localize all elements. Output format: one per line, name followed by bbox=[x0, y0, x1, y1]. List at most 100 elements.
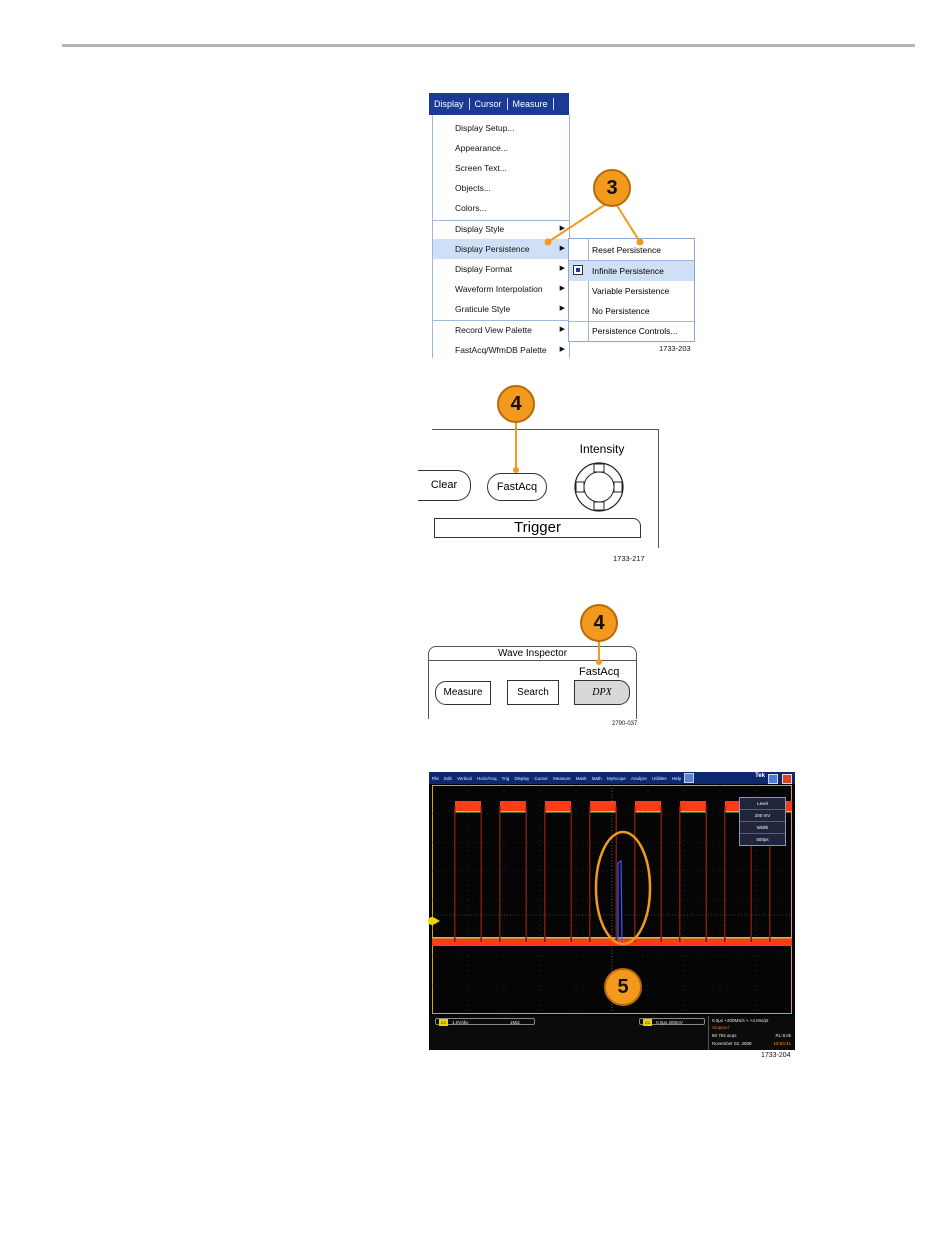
menu-item-display-format[interactable]: Display Format▶ bbox=[433, 259, 569, 279]
high-level-edge bbox=[680, 811, 706, 813]
display-menu: Display Setup... Appearance... Screen Te… bbox=[429, 115, 570, 358]
scope-menu-math[interactable]: Math bbox=[591, 775, 602, 781]
rising-edge bbox=[454, 806, 456, 942]
rising-edge bbox=[634, 806, 636, 942]
menu-item-graticule-style[interactable]: Graticule Style▶ bbox=[433, 299, 569, 319]
front-panel-figure: Clear FastAcq Intensity Trigger 1733-217 bbox=[418, 429, 659, 563]
menu-item-label: Appearance... bbox=[455, 143, 508, 153]
menu-item-objects[interactable]: Objects... bbox=[433, 178, 569, 198]
menubar-measure[interactable]: Measure bbox=[512, 99, 548, 109]
rising-edge bbox=[589, 806, 591, 942]
menu-item-label: Colors... bbox=[455, 203, 487, 213]
menu-item-display-setup[interactable]: Display Setup... bbox=[433, 118, 569, 138]
scope-menu-vertical[interactable]: Vertical bbox=[457, 775, 472, 781]
scope-menu-horiz-acq[interactable]: Horiz/Acq bbox=[476, 775, 497, 781]
scope-menu-edit[interactable]: Edit bbox=[444, 775, 452, 781]
dpx-fastacq-button[interactable]: DPX bbox=[574, 680, 630, 705]
scope-menubar: File Edit Vertical Horiz/Acq Trig Displa… bbox=[429, 772, 795, 784]
falling-edge bbox=[615, 806, 617, 942]
scope-menu-analyze[interactable]: Analyze bbox=[630, 775, 647, 781]
submenu-item-no-persistence[interactable]: No Persistence bbox=[569, 301, 694, 321]
high-level-edge bbox=[635, 811, 661, 813]
submenu-item-label: Infinite Persistence bbox=[592, 266, 664, 276]
scope-menu-cursor[interactable]: Cursor bbox=[534, 775, 548, 781]
trigger-label: Trigger bbox=[514, 519, 561, 536]
level-width-popup[interactable]: Level 200 mV Width 500ps bbox=[739, 797, 786, 846]
menu-item-colors[interactable]: Colors... bbox=[433, 198, 569, 218]
rising-edge bbox=[544, 806, 546, 942]
rising-edge bbox=[679, 806, 681, 942]
menu-item-label: FastAcq/WfmDB Palette bbox=[455, 345, 547, 355]
acquisition-readout-panel: 0.0μs +200MS/s ≈ +4.0ns/pt Stopped 80 78… bbox=[708, 1016, 795, 1050]
menu-item-waveform-interpolation[interactable]: Waveform Interpolation▶ bbox=[433, 279, 569, 299]
high-level-band bbox=[635, 801, 661, 811]
popup-width-value[interactable]: 500ps bbox=[756, 837, 769, 842]
menu-item-appearance[interactable]: Appearance... bbox=[433, 138, 569, 158]
scope-menu-utilities[interactable]: Utilities bbox=[652, 775, 667, 781]
leader-dot bbox=[636, 238, 644, 246]
menu-item-fastacq-wfmdb-palette[interactable]: FastAcq/WfmDB Palette ▶ bbox=[433, 340, 569, 360]
submenu-item-reset-persistence[interactable]: Reset Persistence bbox=[569, 240, 694, 260]
menu-separator bbox=[433, 320, 569, 321]
scope-menu-display[interactable]: Display bbox=[514, 775, 530, 781]
high-level-edge bbox=[725, 811, 751, 813]
search-button[interactable]: Search bbox=[507, 680, 559, 705]
submenu-item-infinite-persistence[interactable]: Infinite Persistence bbox=[569, 261, 694, 281]
callout-badge-4: 4 bbox=[497, 385, 535, 423]
menu-item-label: Screen Text... bbox=[455, 163, 507, 173]
submenu-arrow-icon: ▶ bbox=[559, 225, 565, 232]
scope-menu-trig[interactable]: Trig bbox=[501, 775, 510, 781]
scope-menu-help[interactable]: Help bbox=[671, 775, 682, 781]
high-level-edge bbox=[545, 811, 571, 813]
glitch-highlight-ellipse bbox=[594, 830, 652, 946]
menu-separator bbox=[433, 220, 569, 221]
close-icon[interactable] bbox=[782, 774, 792, 784]
submenu-item-variable-persistence[interactable]: Variable Persistence bbox=[569, 281, 694, 301]
submenu-arrow-icon: ▶ bbox=[559, 245, 565, 252]
menu-item-display-persistence[interactable]: Display Persistence▶ bbox=[433, 239, 569, 259]
menu-rail bbox=[429, 115, 433, 358]
popup-level-label: Level bbox=[740, 798, 785, 810]
menubar: Display Cursor Measure bbox=[429, 93, 569, 115]
submenu-item-label: Persistence Controls... bbox=[592, 326, 678, 336]
menu-item-record-view-palette[interactable]: Record View Palette▶ bbox=[433, 320, 569, 340]
menubar-display[interactable]: Display bbox=[434, 99, 464, 109]
wave-inspector-title: Wave Inspector bbox=[429, 647, 636, 661]
wave-inspector-figure: Wave Inspector FastAcq Measure Search DP… bbox=[428, 646, 637, 719]
scope-menu-measure[interactable]: Measure bbox=[553, 775, 571, 781]
high-level-band bbox=[500, 801, 526, 811]
menubar-cursor[interactable]: Cursor bbox=[474, 99, 502, 109]
high-level-band bbox=[455, 801, 481, 811]
falling-edge bbox=[570, 806, 572, 942]
high-level-band bbox=[590, 801, 616, 811]
measure-button[interactable]: Measure bbox=[435, 681, 491, 705]
leader-line bbox=[547, 203, 607, 243]
submenu-arrow-icon: ▶ bbox=[559, 346, 565, 353]
submenu-rail bbox=[588, 239, 589, 341]
submenu-item-label: No Persistence bbox=[592, 306, 650, 316]
minimize-icon[interactable] bbox=[768, 774, 778, 784]
scope-dropdown-icon[interactable] bbox=[683, 773, 694, 783]
rising-edge bbox=[769, 806, 771, 942]
scope-menu-myscope[interactable]: MyScope bbox=[606, 775, 626, 781]
menubar-separator bbox=[506, 98, 508, 110]
popup-level-value[interactable]: 200 mV bbox=[740, 810, 785, 822]
search-label: Search bbox=[517, 687, 549, 698]
callout-3-leaders bbox=[544, 203, 644, 246]
fastacq-button[interactable]: FastAcq bbox=[487, 473, 547, 501]
clear-button[interactable]: Clear bbox=[418, 470, 471, 501]
submenu-item-label: Variable Persistence bbox=[592, 286, 670, 296]
intensity-knob-icon[interactable] bbox=[572, 460, 626, 514]
menu-item-label: Waveform Interpolation bbox=[455, 284, 543, 294]
trigger-channel-tag: C1 bbox=[643, 1019, 653, 1026]
ch1-impedance: 1MΩ bbox=[510, 1020, 520, 1025]
menu-item-display-style[interactable]: Display Style▶ bbox=[433, 219, 569, 239]
submenu-item-persistence-controls[interactable]: Persistence Controls... bbox=[569, 321, 694, 341]
submenu-arrow-icon: ▶ bbox=[559, 305, 565, 312]
scope-menu-mask[interactable]: Mask bbox=[575, 775, 587, 781]
scope-menu-file[interactable]: File bbox=[431, 775, 439, 781]
menu-item-screen-text[interactable]: Screen Text... bbox=[433, 158, 569, 178]
